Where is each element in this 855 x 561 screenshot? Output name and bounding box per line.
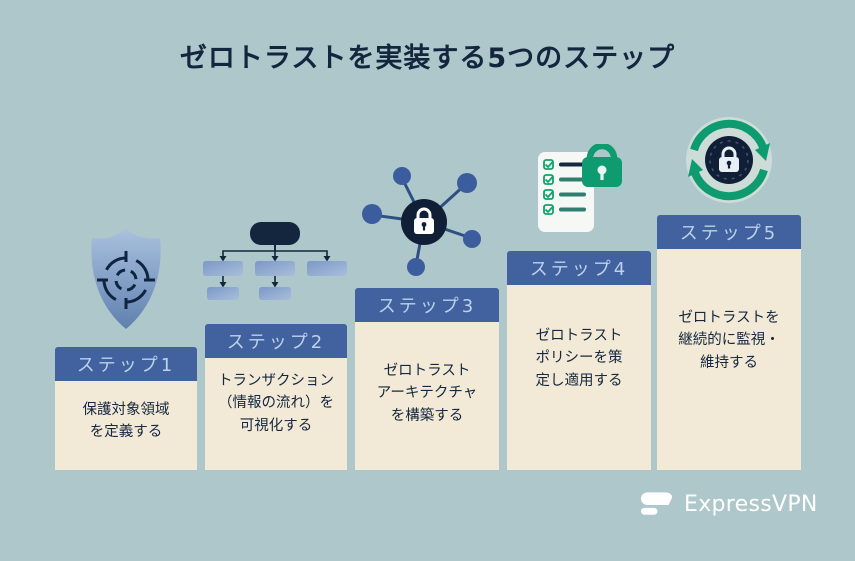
step-label: ステップ4: [529, 259, 629, 280]
step-column-2: ステップ2 トランザクション （情報の流れ）を 可視化する: [205, 324, 347, 470]
step-header: ステップ3: [355, 288, 499, 322]
checklist-lock-icon: [532, 142, 628, 236]
step-description: ゼロトラストを 継続的に監視・ 維持する: [657, 249, 801, 470]
step-header: ステップ4: [507, 251, 651, 285]
expressvpn-wordmark: ExpressVPN: [684, 491, 818, 517]
step-label: ステップ1: [76, 355, 176, 376]
step-column-1: ステップ1 保護対象領域 を定義する: [55, 347, 197, 470]
cycle-lock-icon: [683, 114, 775, 206]
flowchart-icon: [203, 220, 347, 300]
step-description: ゼロトラスト アーキテクチャ を構築する: [355, 322, 499, 470]
step-description: ゼロトラスト ポリシーを策 定し適用する: [507, 285, 651, 470]
step-header: ステップ1: [55, 347, 197, 381]
step-column-4: ステップ4 ゼロトラスト ポリシーを策 定し適用する: [507, 251, 651, 470]
step-header: ステップ5: [657, 215, 801, 249]
expressvpn-logo-icon: [640, 491, 675, 517]
step-description: トランザクション （情報の流れ）を 可視化する: [205, 358, 347, 470]
network-lock-icon: [362, 164, 490, 276]
step-column-5: ステップ5 ゼロトラストを 継続的に監視・ 維持する: [657, 215, 801, 470]
step-description: 保護対象領域 を定義する: [55, 381, 197, 470]
page-title: ゼロトラストを実装する5つのステップ: [179, 43, 676, 74]
step-label: ステップ2: [226, 332, 326, 353]
step-label: ステップ3: [377, 296, 477, 317]
step-header: ステップ2: [205, 324, 347, 358]
expressvpn-logo: ExpressVPN: [640, 491, 818, 517]
step-label: ステップ5: [679, 223, 779, 244]
shield-target-icon: [87, 226, 165, 332]
step-column-3: ステップ3 ゼロトラスト アーキテクチャ を構築する: [355, 288, 499, 470]
